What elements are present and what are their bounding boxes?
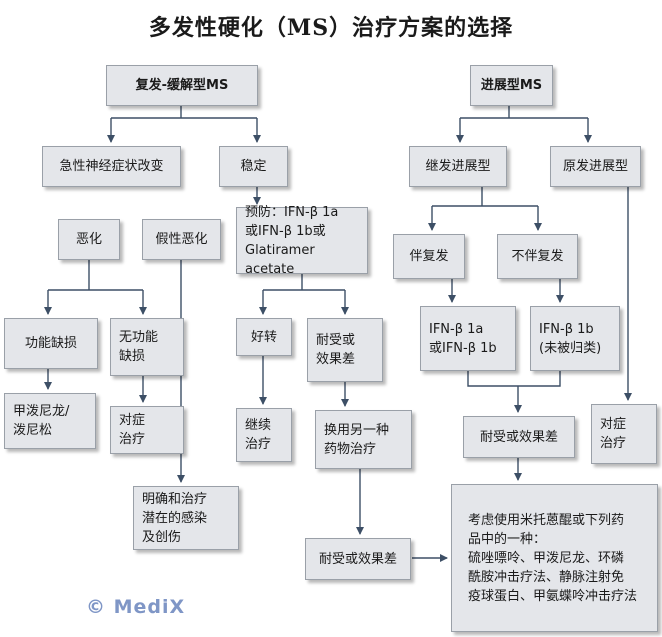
node-continue-treatment: 继续 治疗 [236,408,292,462]
node-progressive-ms: 进展型MS [470,65,553,106]
node-secondary-progressive: 继发进展型 [409,146,507,187]
medix-watermark: © MediX [86,596,186,618]
node-symptomatic-treatment-1: 对症 治疗 [110,406,184,454]
node-improvement: 好转 [236,318,292,356]
node-with-relapse: 伴复发 [393,234,465,279]
node-prevention-therapy: 预防：IFN-β 1a 或IFN-β 1b或 Glatiramer acetat… [236,205,368,277]
node-ifn-beta-1b-unclassified: IFN-β 1b (未被归类) [530,306,620,371]
node-switch-drug: 换用另一种 药物治疗 [315,410,412,469]
node-relapsing-remitting-ms: 复发-缓解型MS [106,65,258,106]
node-consider-mitoxantrone: 考虑使用米托蒽醌或下列药 品中的一种： 硫唑嘌呤、甲泼尼龙、环磷 酰胺冲击疗法、… [451,484,658,632]
node-ifn-beta-1a-or-1b: IFN-β 1a 或IFN-β 1b [420,306,516,371]
node-no-functional-deficit: 无功能 缺损 [110,318,184,376]
node-without-relapse: 不伴复发 [497,234,578,279]
node-pseudo-worsening: 假性恶化 [142,219,221,260]
node-primary-progressive: 原发进展型 [550,146,641,187]
node-stable: 稳定 [219,146,288,187]
node-methylprednisolone: 甲泼尼龙/ 泼尼松 [4,393,96,449]
node-worsening: 恶化 [58,219,120,260]
node-intolerant-or-poor-effect-1: 耐受或 效果差 [307,318,383,382]
node-acute-neurological-change: 急性神经症状改变 [42,146,181,187]
node-treat-infection-trauma: 明确和治疗 潜在的感染 及创伤 [133,486,239,550]
node-intolerant-or-poor-effect-2: 耐受或效果差 [463,416,575,458]
diagram-title: 多发性硬化（MS）治疗方案的选择 [148,15,514,41]
node-functional-deficit: 功能缺损 [4,318,98,369]
node-intolerant-or-poor-effect-3: 耐受或效果差 [305,538,411,580]
node-symptomatic-treatment-2: 对症 治疗 [591,404,657,464]
